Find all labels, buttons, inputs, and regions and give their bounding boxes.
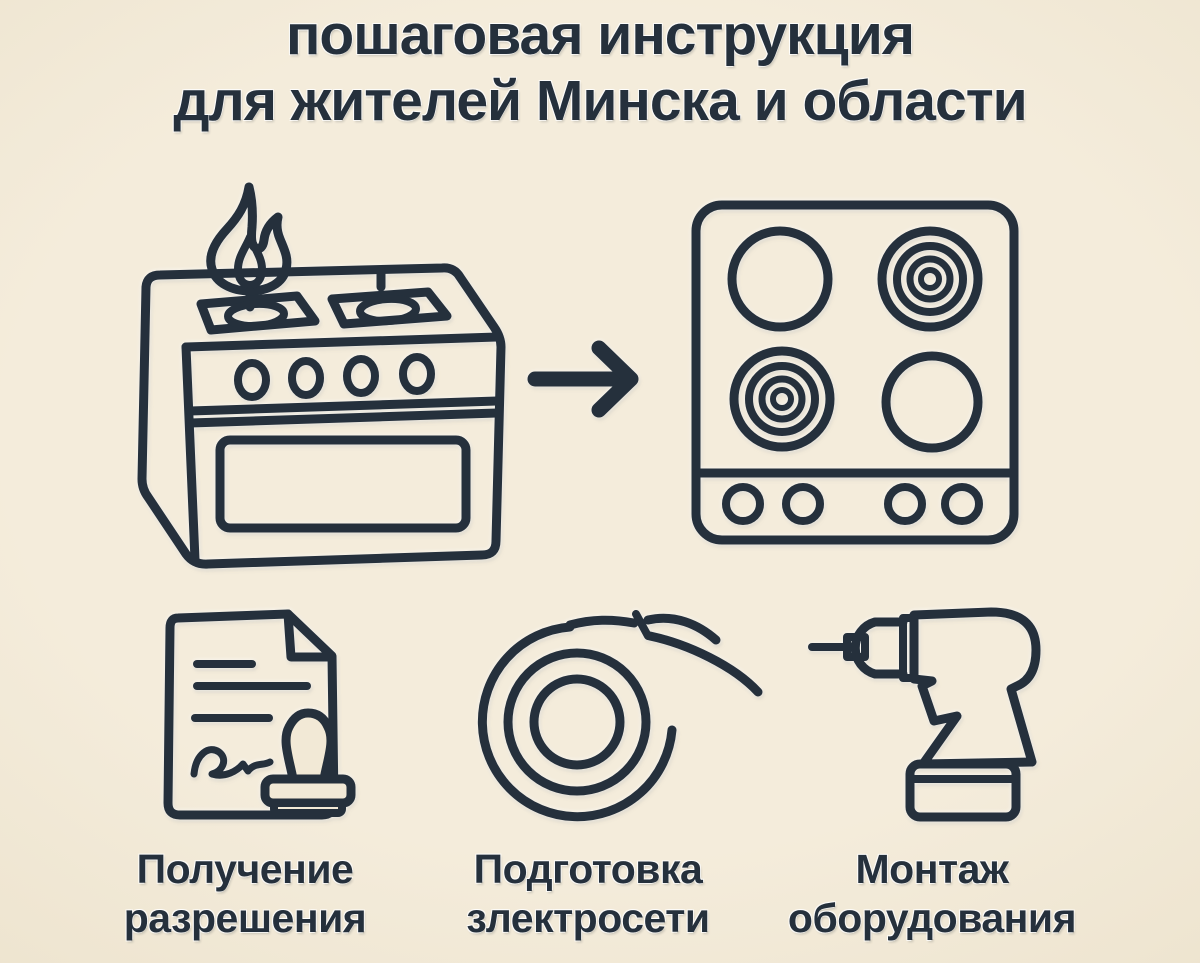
gas-stove-icon bbox=[137, 182, 506, 569]
cable-coil-icon bbox=[477, 610, 763, 822]
step-2-label: Подготовка злектросети bbox=[418, 845, 758, 943]
step-1-label: Получение разрешения bbox=[75, 845, 415, 943]
step-1-label-line-1: Получение bbox=[136, 846, 354, 892]
document-stamp-icon bbox=[163, 609, 356, 820]
step-3-label-line-2: оборудования bbox=[787, 895, 1077, 941]
title-line-2: для жителей Минска и области bbox=[173, 69, 1027, 133]
electric-cooktop-icon bbox=[691, 200, 1019, 545]
step-3-label-line-1: Монтаж bbox=[855, 846, 1009, 892]
drill-icon bbox=[808, 607, 1041, 822]
step-1-label-line-2: разрешения bbox=[123, 895, 367, 941]
arrow-right-icon bbox=[527, 340, 639, 418]
step-2-label-line-1: Подготовка bbox=[473, 846, 703, 892]
step-3-label: Монтаж оборудования bbox=[762, 845, 1102, 943]
title-line-1: пошаговая инструкция bbox=[285, 3, 915, 67]
step-2-label-line-2: злектросети bbox=[466, 895, 710, 941]
